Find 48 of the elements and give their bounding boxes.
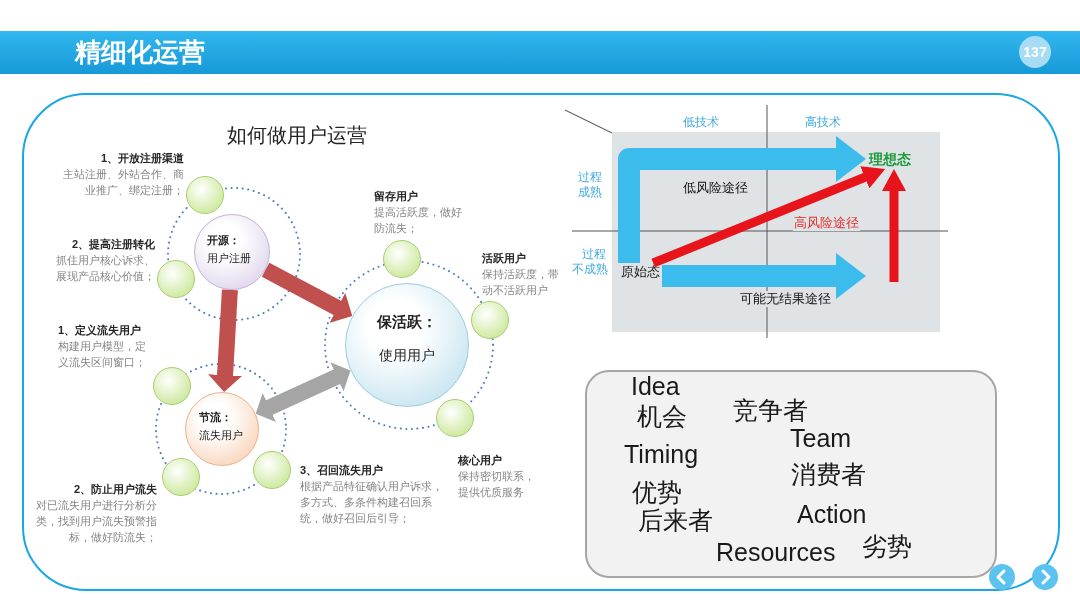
step-heading: 核心用户 xyxy=(458,453,502,468)
step-heading: 1、定义流失用户 xyxy=(58,323,142,338)
step-description: 对已流失用户进行分析分类，找到用户流失预警指标，做好防流失； xyxy=(35,498,157,545)
step-description: 主站注册、外站合作、商业推广、绑定注册； xyxy=(62,167,184,198)
stage-title: 节流： xyxy=(199,410,232,425)
section-heading: 如何做用户运营 xyxy=(227,123,367,148)
step-heading: 1、开放注册渠道 xyxy=(100,151,184,166)
state-label: 理想态 xyxy=(866,149,914,169)
stage-title: 保活跃： xyxy=(375,312,438,332)
axis-label: 高技术 xyxy=(805,115,841,130)
step-description: 保持活跃度，带动不活跃用户 xyxy=(482,267,560,298)
axis-label: 低技术 xyxy=(683,115,719,130)
stage-circle xyxy=(185,392,259,466)
stage-circle xyxy=(345,283,469,407)
keyword: Action xyxy=(797,500,867,528)
keyword: 竞争者 xyxy=(733,396,808,424)
axis-label: 过程成熟 xyxy=(577,170,603,200)
keyword: Resources xyxy=(716,538,836,566)
axis-label: 过程不成熟 xyxy=(571,247,609,277)
step-description: 构建用户模型，定义流失区间窗口； xyxy=(58,339,147,370)
step-description: 抓住用户核心诉求、展现产品核心价值； xyxy=(55,253,155,284)
step-heading: 留存用户 xyxy=(374,189,418,204)
stage-circle xyxy=(194,214,270,290)
stage-subtitle: 流失用户 xyxy=(199,428,243,443)
keyword: 优势 xyxy=(632,478,682,506)
step-description: 保持密切联系，提供优质服务 xyxy=(458,469,536,500)
keyword: 消费者 xyxy=(791,460,866,488)
keyword: 机会 xyxy=(637,402,687,430)
keyword: Idea xyxy=(631,372,680,400)
keyword: Timing xyxy=(624,440,699,468)
step-description: 根据产品特征确认用户诉求，多方式、多条件构建召回系统，做好召回后引导； xyxy=(300,479,444,526)
keyword: 后来者 xyxy=(638,506,713,534)
state-label: 原始态 xyxy=(618,263,662,281)
stage-subtitle: 用户注册 xyxy=(207,251,251,266)
step-description: 提高活跃度，做好防流失； xyxy=(374,205,463,236)
step-heading: 3、召回流失用户 xyxy=(300,463,384,478)
keyword: 劣势 xyxy=(862,532,912,560)
edge-label: 低风险途径 xyxy=(681,180,749,196)
step-heading: 活跃用户 xyxy=(482,251,526,266)
keyword-panel xyxy=(585,370,997,578)
stage-title: 开源： xyxy=(207,233,240,248)
step-heading: 2、提高注册转化 xyxy=(71,237,155,252)
stage-subtitle: 使用用户 xyxy=(378,346,436,365)
slide-title: 精细化运营 xyxy=(75,36,205,68)
edge-label: 可能无结果途径 xyxy=(738,291,832,307)
edge-label: 高风险途径 xyxy=(792,215,860,231)
step-heading: 2、防止用户流失 xyxy=(73,482,157,497)
keyword: Team xyxy=(790,424,852,452)
